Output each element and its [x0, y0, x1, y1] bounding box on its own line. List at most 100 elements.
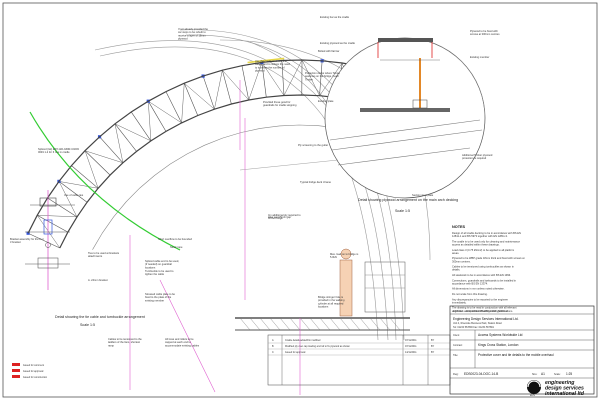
annotation-note: Existing plywood as the cradle [320, 41, 355, 45]
logo-mark: EDS [530, 394, 535, 397]
notes-heading: NOTES [452, 225, 466, 229]
annotation-note: Also sand 5mm gap [268, 215, 291, 219]
annotation-note: Bolted with flat bar [318, 49, 339, 53]
annotation-note: Use of cable ties [64, 193, 84, 197]
annotation-note: Spliced cable end to be used,(if needed)… [145, 259, 179, 269]
revision-cell: Modified ply over cap loading and raf to… [285, 345, 351, 348]
logo-line-2: design services [545, 386, 584, 392]
cradle-platform [235, 248, 410, 395]
revisions-table: A Cradle details added/No modified 07/11/2… [267, 334, 451, 386]
annotation-note: Existing member [470, 55, 489, 59]
company-name: Engineering Design Services Internationa… [453, 317, 519, 321]
ref-label: EXIP Ref: [453, 310, 464, 313]
left-detail-scale: Scale 1:5 [80, 323, 95, 327]
general-note: Design of all cradle decking to be in ac… [452, 231, 521, 238]
logo-line-3: international ltd [545, 391, 585, 397]
general-note: The drawing is to be read in conjunction… [452, 306, 517, 313]
client-value: Access Systems Worldwide Ltd [478, 333, 523, 337]
revision-cell: A [272, 339, 274, 342]
revision-cell: BY [431, 345, 435, 348]
size-label: Size: [532, 373, 538, 376]
address-line-2: Tel: 01234 567890 Fax: 01234 567891 [453, 326, 495, 329]
annotation-note: Protection decks where Tolma,assumes on … [305, 71, 341, 81]
scale-label: Scale: [554, 373, 561, 376]
deck-beam [360, 108, 450, 112]
plywood-detail-circle [324, 37, 486, 199]
revision-cell: BY [431, 351, 435, 354]
dwg-value: EDS0023-04-DOC-14-B [464, 372, 498, 376]
general-note: All steelwork to be in accordance with B… [452, 273, 511, 277]
general-note: Connections, guardrails and toeboards to… [452, 278, 517, 285]
legend-swatch [12, 369, 20, 372]
contract-label: Contract: [453, 344, 463, 347]
address-line-1: Unit 4, Riverside Business Park, Station… [453, 322, 502, 325]
annotation-note: A. 24mm bracket [88, 278, 108, 282]
general-note: All dimensions in mm unless noted otherw… [452, 287, 505, 291]
revision-cell: 14/11/2011 [405, 351, 417, 354]
dwg-label: Dwg: [453, 373, 459, 376]
title-label: Title: [453, 354, 458, 357]
revision-cell: Cradle details added/No modified [285, 339, 321, 342]
revision-cell: 07/11/2011 [405, 339, 417, 342]
title-value: Protective cover and tie details to the … [478, 353, 554, 357]
annotation-note: Existing bar as the cradle [320, 15, 350, 19]
eds-logo: EDS engineering design services internat… [527, 380, 585, 397]
revision-cell: Issued for approval [285, 351, 306, 354]
annotation-note: Existing plate [318, 99, 334, 103]
revision-cell: C [272, 351, 274, 354]
revision-cell: 07/11/2011 [405, 345, 417, 348]
tie-cables [129, 80, 246, 393]
general-notes: NOTES Design of all cradle decking to be… [452, 225, 525, 313]
plywood-deck-top [378, 38, 433, 42]
general-note: Any discrepancies to be reported to the … [452, 297, 508, 304]
scale-value: 1:25 [566, 372, 572, 376]
general-note: The cradle is to be used only for cleani… [452, 239, 520, 246]
size-value: A1 [541, 372, 545, 376]
annotation-note: Short overflow to be bounded [158, 237, 192, 241]
tie-cable-detail [25, 190, 75, 290]
contract-value: Kings Cross Station, London [478, 343, 519, 347]
revision-cell: B [272, 345, 274, 348]
general-note: Cables to be tensioned using turnbuckles… [452, 265, 514, 272]
revision-cell: BY [431, 339, 435, 342]
annotation-note: Ply screening to the gutter [298, 143, 328, 147]
general-note: Plywood to be WBP grade 18mm thick and f… [452, 256, 525, 263]
general-note: Do not scale from this drawing. [452, 292, 488, 296]
general-note: Load class 3 (0.75 kN/m2) to be applied … [452, 248, 514, 255]
logo-line-1: engineering [545, 380, 575, 386]
legend-label: Issued for construction [23, 376, 48, 379]
left-detail-caption: Detail showing the tie cable and turnbuc… [55, 315, 145, 319]
legend-swatch [12, 363, 20, 366]
legend-label: Issued for approval [23, 370, 44, 373]
right-detail-caption: Detail showing plywood arrangement on th… [358, 198, 458, 202]
legend-swatch [12, 375, 20, 378]
title-block: EXIP Ref: EN2-OWG-KPR-M5R-C8000_5001-1.2… [449, 305, 595, 397]
annotation-note: Section steel plate [412, 193, 434, 197]
client-label: Client: [453, 334, 460, 337]
existing-roof-line [29, 111, 181, 251]
right-detail-scale: Scale 1:5 [395, 209, 410, 213]
ref-value: EN2-OWG-KPR-M5R-C8000_5001-1.2 [466, 310, 508, 313]
annotation-note: Stock rope [170, 245, 183, 249]
annotation-note: Typical bridge deck l-frame [300, 180, 332, 184]
